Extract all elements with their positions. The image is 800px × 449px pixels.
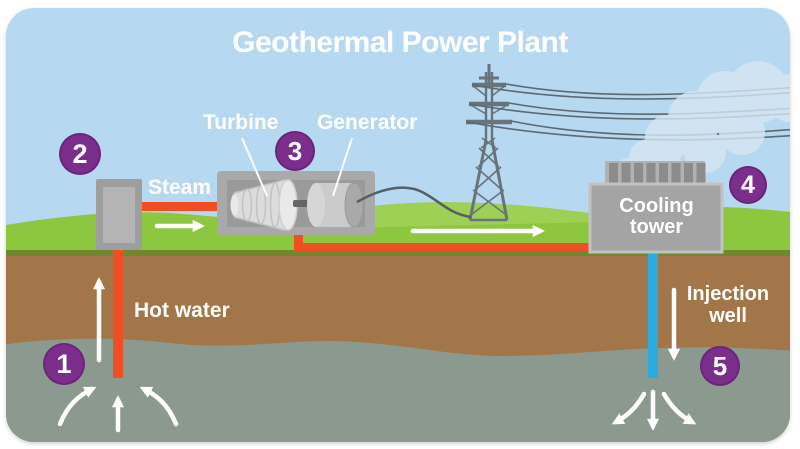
wellhead bbox=[96, 179, 142, 250]
diagram-graphics bbox=[6, 61, 790, 442]
turbine-label: Turbine bbox=[203, 111, 279, 134]
injection-well-label: Injection well bbox=[686, 283, 770, 327]
leader-lines bbox=[241, 137, 353, 197]
terrain bbox=[6, 202, 790, 442]
steam-pipe bbox=[138, 202, 226, 211]
cooling-tower-label: Cooling tower bbox=[619, 195, 694, 238]
dispersal-arrow-left bbox=[611, 391, 647, 425]
step-marker-3: 3 bbox=[275, 131, 315, 171]
cooling-tower-body bbox=[588, 182, 724, 254]
turbine-icon bbox=[230, 179, 298, 231]
source-arrow-left bbox=[57, 386, 97, 427]
return-pipe bbox=[294, 243, 591, 251]
step-marker-4: 4 bbox=[729, 166, 767, 204]
cooling-tower bbox=[588, 161, 724, 254]
return-pipe-vertical bbox=[294, 232, 303, 247]
pipes bbox=[113, 202, 658, 378]
grass-edge bbox=[6, 250, 790, 256]
step-marker-5: 5 bbox=[700, 346, 740, 386]
page-title: Geothermal Power Plant bbox=[232, 26, 568, 59]
flow-arrows bbox=[57, 219, 697, 433]
hot-water-pipe bbox=[113, 245, 123, 378]
steam-label: Steam bbox=[148, 176, 212, 199]
source-arrow-right bbox=[139, 386, 179, 427]
diagram-card: Geothermal Power Plant Steam Turbine Gen… bbox=[6, 8, 790, 442]
turbine-generator-unit bbox=[217, 171, 375, 235]
step-marker-2: 2 bbox=[59, 133, 101, 175]
transmission-tower-icon bbox=[466, 64, 512, 222]
step-marker-1: 1 bbox=[43, 343, 85, 385]
generator-wire bbox=[356, 186, 472, 219]
hot-water-label: Hot water bbox=[134, 299, 230, 322]
generator-label: Generator bbox=[317, 111, 418, 134]
dispersal-arrow-right bbox=[661, 391, 697, 425]
rock-layer bbox=[6, 338, 790, 442]
injection-pipe bbox=[648, 250, 658, 378]
